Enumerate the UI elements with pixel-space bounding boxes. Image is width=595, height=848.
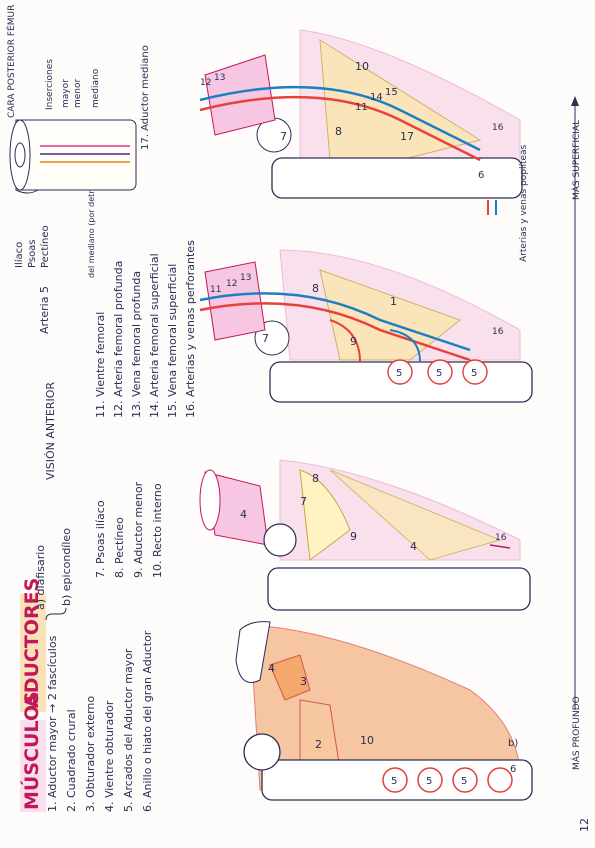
- figure-label: 4: [268, 662, 275, 675]
- muscle-list-item: 3. Obturador externo: [84, 696, 97, 812]
- vessel-list-item: 13. Vena femoral profunda: [130, 271, 143, 418]
- figure-label: 5: [471, 368, 477, 379]
- figure-superficial: [199, 29, 523, 215]
- muscle-list-item: 1. Aductor mayor → 2 fascículos: [46, 635, 59, 812]
- inserciones-mediano: mediano: [91, 68, 101, 108]
- figure-label: 10: [355, 60, 369, 73]
- figure-label: 16: [492, 123, 504, 133]
- muscle-list-item: 7. Psoas ilíaco: [94, 500, 107, 578]
- inserciones-menor: menor: [73, 78, 83, 108]
- figure-deep: [235, 621, 533, 801]
- inserciones-label: Inserciones: [45, 59, 55, 110]
- figure-label: 5: [391, 776, 397, 787]
- figure-label: 5: [426, 776, 432, 787]
- figure-label: 11: [355, 102, 368, 113]
- fasciculos-brace: a) diafisario b) epicondíleo: [34, 528, 73, 621]
- figure-label: 17: [400, 130, 414, 143]
- page-number: 12: [578, 818, 591, 832]
- cara-posterior-title: CARA POSTERIOR FÉMUR: [5, 5, 17, 118]
- vision-anterior-label: VISIÓN ANTERIOR: [44, 382, 57, 480]
- figure-label: 2: [315, 738, 322, 751]
- figure-label: 9: [350, 335, 357, 348]
- figure-label: 4: [410, 540, 417, 553]
- figure-label: 5: [396, 368, 402, 379]
- figure-label: 5: [461, 776, 467, 787]
- figure-label: 13: [240, 273, 251, 283]
- figure-label: 12: [200, 78, 211, 88]
- muscle-list-item: 2. Cuadrado crural: [65, 709, 78, 812]
- figure-label: 8: [312, 282, 319, 295]
- figure-3-labels: 7 8 1 9 5 5 5 16 11 12 13: [210, 273, 504, 379]
- figure-label: 13: [214, 73, 225, 83]
- popliteas-label: Arterias y venas poplíteas: [519, 144, 529, 262]
- title-musculos: MÚSCULOS: [19, 691, 43, 810]
- title-aductores: ADUCTORES: [21, 578, 43, 708]
- axis-left-label: MÁS PROFUNDO: [570, 696, 582, 770]
- muscle-list-item: 4. Vientre obturador: [103, 700, 116, 812]
- fasciculo-a: a) diafisario: [34, 545, 47, 610]
- figure-2: [199, 459, 531, 611]
- figure-label: 5: [436, 368, 442, 379]
- figure-label: 12: [226, 279, 237, 289]
- vessel-list-item: 14. Arteria femoral superficial: [148, 253, 161, 418]
- muscle-list: 1. Aductor mayor → 2 fascículos 2. Cuadr…: [46, 630, 154, 812]
- figure-label: 7: [262, 332, 269, 345]
- figure-label: 9: [350, 530, 357, 543]
- figure-label: 1: [390, 295, 397, 308]
- legend-pectineo: Pectíneo: [39, 225, 51, 268]
- muscle-list-item: 6. Anillo o hiato del gran Aductor: [141, 630, 154, 812]
- figure-label: 10: [360, 734, 374, 747]
- axis-right-label: MÁS SUPERFICIAL: [570, 120, 582, 200]
- inserciones-mayor: mayor: [61, 79, 71, 108]
- figure-label: 15: [385, 87, 398, 98]
- legend-iliaco: Ilíaco: [13, 242, 25, 268]
- muscle-list-item: 5. Arcados del Aductor mayor: [122, 648, 135, 812]
- figure-label: 7: [280, 130, 287, 143]
- mediano-note: del mediano (por detrás): [87, 178, 96, 278]
- figure-label: 11: [210, 285, 221, 295]
- figure-2-labels: 4 7 8 9 4 16: [240, 472, 507, 553]
- figure-3: [199, 249, 533, 403]
- legend-psoas: Psoas: [27, 239, 38, 268]
- figure-label: 16: [495, 533, 507, 543]
- figure-deep-labels: 4 3 2 10 5 5 5 6 b): [268, 662, 518, 787]
- iliaco-legend: Ilíaco Psoas Pectíneo Arteria 5: [13, 225, 51, 334]
- figure-label: 6: [510, 764, 516, 775]
- vessel-list: 11. Vientre femoral 12. Arteria femoral …: [94, 240, 197, 418]
- legend-arteria: Arteria 5: [38, 286, 51, 334]
- item-17-label: 17. Aductor mediano: [140, 45, 151, 150]
- depth-axis: MÁS PROFUNDO MÁS SUPERFICIAL: [570, 96, 582, 770]
- muscle-list-item: 9. Aductor menor: [132, 481, 145, 578]
- figure-label: 8: [335, 125, 342, 138]
- figure-label: 4: [240, 508, 247, 521]
- vessel-list-item: 15. Vena femoral superficial: [166, 264, 179, 418]
- figure-label: b): [508, 738, 518, 749]
- muscle-list-2: 7. Psoas ilíaco 8. Pectíneo 9. Aductor m…: [94, 481, 164, 578]
- fasciculo-b: b) epicondíleo: [60, 528, 73, 606]
- figure-label: 6: [478, 170, 484, 181]
- vessel-list-item: 16. Arterias y venas perforantes: [184, 240, 197, 418]
- figure-label: 7: [300, 495, 307, 508]
- figure-label: 8: [312, 472, 319, 485]
- muscle-list-item: 8. Pectíneo: [113, 517, 126, 578]
- vessel-list-item: 11. Vientre femoral: [94, 312, 107, 418]
- vessel-list-item: 12. Arteria femoral profunda: [112, 261, 125, 418]
- figure-superficial-labels: 7 8 10 11 14 15 17 6 16 12 13: [200, 60, 504, 181]
- muscle-list-item: 10. Recto interno: [151, 483, 164, 578]
- figure-label: 14: [370, 92, 383, 103]
- figure-label: 3: [300, 675, 307, 688]
- figure-label: 16: [492, 327, 504, 337]
- title-block: MÚSCULOS ADUCTORES: [19, 578, 46, 812]
- cara-posterior-figure: CARA POSTERIOR FÉMUR Inserciones mayor m…: [5, 5, 137, 194]
